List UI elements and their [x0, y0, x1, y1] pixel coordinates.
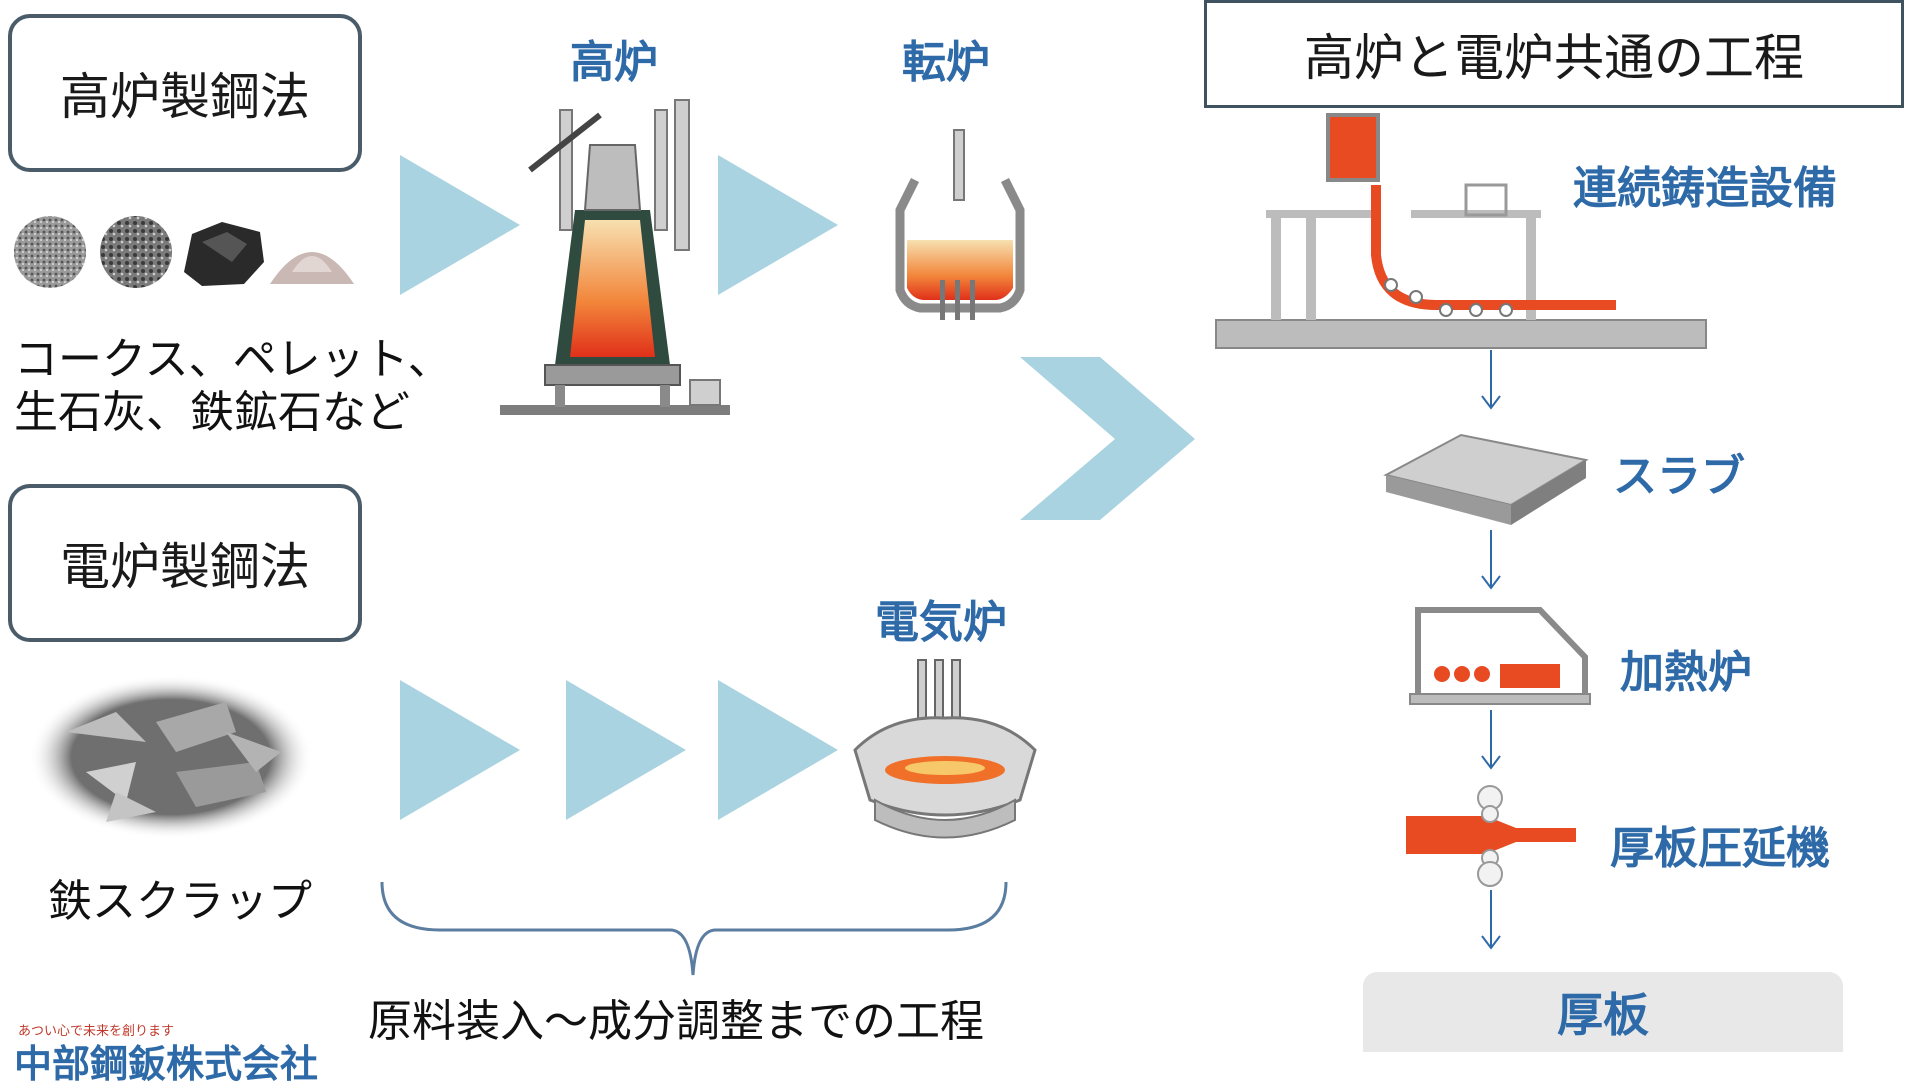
company-tagline: あつい心で未来を創ります	[18, 1024, 175, 1039]
down-arrow-icon	[1481, 530, 1501, 590]
electric-furnace-method-box: 電炉製鋼法	[8, 484, 362, 642]
electric-furnace-icon	[853, 659, 1037, 839]
final-product-label: 厚板	[1557, 988, 1649, 1042]
flow-arrow-icon	[566, 680, 686, 820]
down-arrow-icon	[1481, 350, 1501, 410]
converter-label: 転炉	[902, 37, 990, 88]
flow-arrow-icon	[718, 680, 838, 820]
blast-furnace-label: 高炉	[570, 37, 658, 88]
reheating-furnace-icon	[1409, 607, 1591, 705]
flow-arrow-icon	[400, 155, 520, 295]
continuous-caster-label: 連続鋳造設備	[1573, 163, 1837, 214]
electric-furnace-label: 電気炉	[875, 597, 1007, 648]
blast-materials-line2: 生石灰、鉄鉱石など	[14, 386, 410, 438]
down-arrow-icon	[1481, 890, 1501, 950]
coke-icon	[14, 216, 86, 288]
blast-furnace-method-label: 高炉製鋼法	[60, 68, 310, 126]
slab-label: スラブ	[1613, 451, 1745, 502]
common-process-title: 高炉と電炉共通の工程	[1304, 29, 1804, 87]
flow-arrow-icon	[718, 155, 838, 295]
blast-materials-text: コークス、ペレット、 生石灰、鉄鉱石など	[14, 334, 452, 440]
process-brace	[380, 881, 1008, 976]
reheating-furnace-label: 加熱炉	[1620, 647, 1752, 698]
continuous-caster-icon	[1215, 113, 1707, 349]
common-process-title-box: 高炉と電炉共通の工程	[1204, 0, 1904, 108]
scrap-label: 鉄スクラップ	[48, 876, 312, 927]
company-name: 中部鋼鈑株式会社	[14, 1042, 319, 1086]
final-product-box: 厚板	[1363, 972, 1843, 1052]
pellet-icon	[100, 216, 172, 288]
slab-icon	[1383, 433, 1589, 525]
blast-materials-line1: コークス、ペレット、	[14, 334, 452, 385]
brace-label: 原料装入～成分調整までの工程	[368, 996, 984, 1047]
plate-mill-icon	[1406, 785, 1576, 887]
blast-furnace-method-box: 高炉製鋼法	[8, 14, 362, 172]
plate-mill-label: 厚板圧延機	[1610, 823, 1830, 874]
chevron-right-icon	[1020, 357, 1195, 520]
flow-arrow-icon	[400, 680, 520, 820]
raw-materials-icons	[14, 216, 354, 288]
converter-icon	[895, 129, 1025, 320]
scrap-icon	[29, 675, 313, 839]
down-arrow-icon	[1481, 710, 1501, 770]
electric-furnace-method-label: 電炉製鋼法	[60, 538, 310, 596]
blast-furnace-icon	[500, 99, 730, 415]
